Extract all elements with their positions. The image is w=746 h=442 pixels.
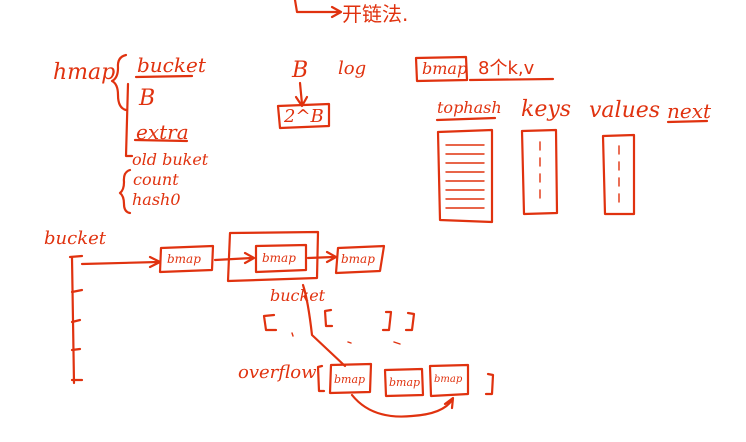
extra-sub-brace — [118, 168, 132, 215]
extra-old-bucket: old buket — [132, 150, 209, 169]
down-curve — [301, 283, 347, 368]
overflow-node-3 — [428, 363, 470, 398]
b-letter: B — [292, 58, 309, 83]
hmap-field-extra: extra — [136, 120, 189, 144]
overflow-node-2-label: bmap — [389, 376, 421, 389]
log-label: log — [338, 58, 367, 79]
chain-node-2 — [254, 243, 308, 274]
sub-marks — [291, 332, 401, 345]
bmap-underline — [468, 77, 555, 82]
bmap-desc: 8个k,v — [478, 58, 535, 79]
top-arrow — [293, 0, 343, 19]
bucket-array-ticks — [68, 254, 84, 382]
bucket-array-line — [70, 256, 76, 385]
chain-arrow-2 — [213, 251, 256, 265]
tophash-lines — [445, 144, 485, 209]
chain-node-1-label: bmap — [167, 252, 201, 266]
overflow-node-1 — [328, 362, 373, 395]
chain-node-1 — [158, 244, 215, 274]
extra-hash0: hash0 — [132, 190, 181, 209]
overflow-node-2 — [383, 367, 425, 398]
bmap-label: bmap — [422, 59, 468, 78]
hmap-brace — [110, 53, 128, 112]
overflow-label: overflow — [238, 362, 317, 383]
extra-count: count — [133, 170, 179, 189]
b-arrow — [294, 81, 309, 108]
pow-box — [276, 102, 331, 130]
col-values: values — [589, 98, 661, 123]
overflow-node-3-label: bmap — [434, 374, 463, 385]
chain-node-2-label: bmap — [262, 251, 296, 265]
hmap-tree-line — [124, 82, 134, 158]
bucket-array-label: bucket — [44, 228, 106, 249]
col-tophash: tophash — [437, 98, 502, 117]
sub-brackets — [262, 308, 416, 332]
tophash-underline — [435, 116, 497, 122]
overflow-bracket-right — [484, 372, 495, 396]
chain-node-3-label: bmap — [341, 252, 375, 266]
keys-box — [520, 128, 559, 216]
pow-label: 2^B — [284, 106, 324, 127]
chain-arrow-3 — [306, 250, 338, 264]
col-next: next — [667, 99, 712, 123]
overflow-curve — [350, 393, 455, 418]
diagram-title: 开链法. — [342, 2, 409, 26]
overflow-bracket-left — [316, 364, 326, 393]
tophash-box — [436, 128, 494, 224]
hmap-field-bucket: bucket — [137, 53, 206, 77]
sub-bucket-label: bucket — [270, 286, 326, 305]
bucket-underline — [134, 74, 194, 79]
col-keys: keys — [521, 97, 572, 122]
chain-arrow-1 — [80, 255, 162, 269]
chain-node-3 — [334, 244, 386, 275]
node-2-frame — [226, 230, 320, 283]
hmap-field-b: B — [139, 86, 156, 111]
hmap-label: hmap — [53, 60, 116, 85]
bmap-box — [414, 55, 469, 83]
extra-underline — [133, 138, 189, 143]
values-box — [601, 133, 636, 216]
overflow-node-1-label: bmap — [334, 373, 366, 386]
next-underline — [666, 119, 709, 124]
